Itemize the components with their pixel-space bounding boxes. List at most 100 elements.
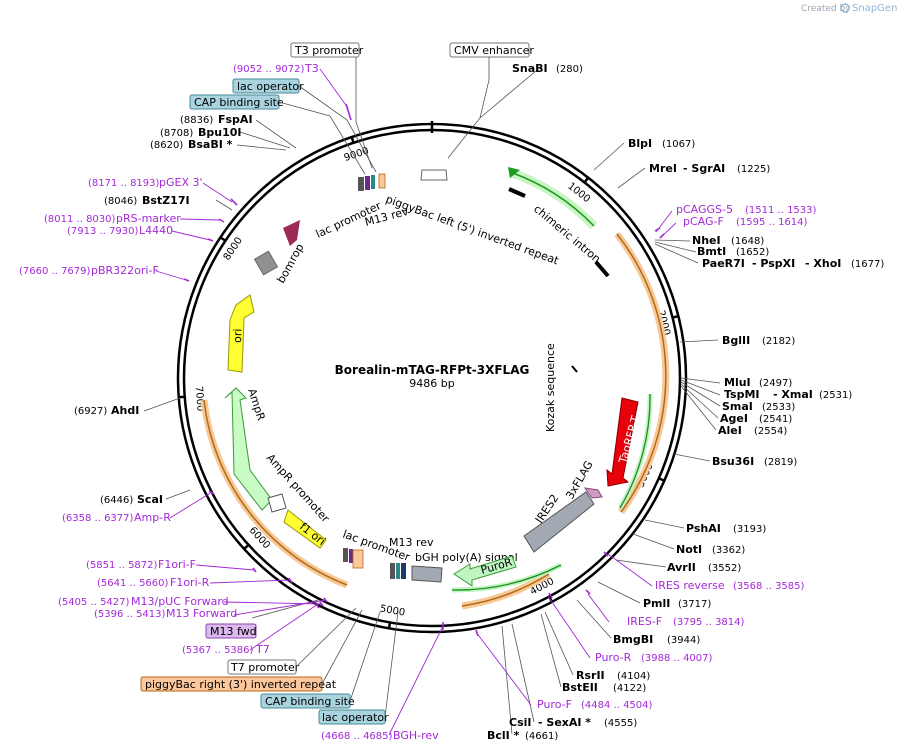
site-smai[interactable]: SmaI: [722, 400, 753, 413]
primer-pcaggs[interactable]: pCAGGS-5: [676, 203, 733, 216]
site-rsrii[interactable]: RsrII: [576, 669, 605, 682]
site-mrei[interactable]: MreI: [649, 162, 677, 175]
site-bmti-pos: (1652): [736, 247, 769, 258]
m13-fwd-box: M13 fwd: [205, 623, 257, 639]
m13-rev-bottom-label: M13 rev: [389, 536, 434, 549]
site-bglii-pos: (2182): [762, 336, 795, 347]
primer-m13-forward[interactable]: M13 Forward: [166, 607, 237, 620]
puror-feature: [453, 555, 517, 587]
site-paer7i[interactable]: PaeR7I: [702, 257, 745, 270]
site-ahdi[interactable]: AhdI: [111, 404, 139, 417]
svg-text:CAP binding site: CAP binding site: [265, 695, 355, 708]
primer-prs-marker[interactable]: pRS-marker: [116, 212, 181, 225]
ampr-promoter-feature: [267, 493, 287, 513]
site-xmai[interactable]: - XmaI: [773, 388, 813, 401]
plasmid-length: 9486 bp: [409, 377, 454, 390]
primer-t7[interactable]: T7: [255, 643, 270, 656]
primer-ires-reverse[interactable]: IRES reverse: [655, 579, 725, 592]
site-csii[interactable]: CsiI: [509, 716, 531, 729]
site-mrei-pos: (1225): [737, 164, 770, 175]
site-fspai[interactable]: FspAI: [218, 113, 253, 126]
lac-operator-bottom-box: lac operator: [318, 709, 389, 725]
piggybac-right-box: piggyBac right (3') inverted repeat: [140, 676, 337, 692]
site-pshai[interactable]: PshAI: [686, 522, 721, 535]
m13-rev-bottom-icon: [390, 563, 395, 579]
primer-m13-puc-pos: (5405 .. 5427): [58, 597, 130, 608]
site-bstz17i[interactable]: BstZ17I: [142, 194, 190, 207]
primer-pgex[interactable]: pGEX 3': [159, 176, 203, 189]
primer-m13-forward-pos: (5396 .. 5413): [94, 609, 166, 620]
orange-band-left-edge: [203, 399, 348, 586]
ampr-feature: [224, 387, 273, 511]
site-bcli[interactable]: BclI *: [487, 729, 520, 742]
site-pae-pos: (1677): [851, 259, 884, 270]
primer-puro-f[interactable]: Puro-F: [537, 698, 572, 711]
site-xhoi[interactable]: - XhoI: [805, 257, 841, 270]
piggybac-left-marker: [508, 187, 526, 198]
site-pspxi[interactable]: - PspXI: [752, 257, 795, 270]
site-blpi[interactable]: BlpI: [628, 137, 652, 150]
primer-t3[interactable]: T3: [304, 62, 319, 75]
site-sexai[interactable]: - SexAI *: [538, 716, 591, 729]
site-bcli-pos: (4661): [525, 731, 558, 742]
lac-operator-top-box: lac operator: [232, 78, 304, 94]
site-mlui[interactable]: MluI: [724, 376, 751, 389]
primer-pcag[interactable]: pCAG-F: [683, 215, 724, 228]
primer-m13-puc-forward[interactable]: M13/pUC Forward: [131, 595, 229, 608]
ori-feature: [227, 294, 255, 373]
ampr-promoter-label: AmpR promoter: [264, 451, 332, 525]
site-bmgbi[interactable]: BmgBI: [613, 633, 653, 646]
site-bsabi[interactable]: BsaBI *: [188, 138, 233, 151]
site-agei[interactable]: AgeI: [720, 412, 748, 425]
m13-rev-top-icon: [365, 176, 370, 190]
site-snabi[interactable]: SnaBI: [512, 62, 548, 75]
primer-ires-f[interactable]: IRES-F: [627, 615, 662, 628]
tick-mark: [583, 176, 590, 184]
site-bglii[interactable]: BglII: [722, 334, 750, 347]
lac-promoter-top-icon: [358, 177, 364, 191]
primer-puro-r[interactable]: Puro-R: [595, 651, 632, 664]
credit-prefix: Created by: [801, 4, 851, 14]
site-pmli[interactable]: PmlI: [643, 597, 670, 610]
site-mlui-pos: (2497): [759, 378, 792, 389]
t3-promoter-box: T3 promoter: [290, 42, 364, 58]
site-noti[interactable]: NotI: [676, 543, 702, 556]
site-avrii[interactable]: AvrII: [667, 561, 696, 574]
primer-pcag-pos: (1595 .. 1614): [736, 217, 808, 228]
site-tspmi[interactable]: TspMI: [724, 388, 760, 401]
site-bpu10i[interactable]: Bpu10I: [198, 126, 242, 139]
ampr-label: AmpR: [245, 387, 268, 423]
primer-f1ori-r[interactable]: F1ori-R: [170, 576, 210, 589]
site-rsrii-pos: (4104): [617, 671, 650, 682]
primer-amp-r[interactable]: Amp-R: [134, 511, 171, 524]
site-sgrai[interactable]: - SgrAI: [683, 162, 725, 175]
site-bsteii[interactable]: BstEII: [562, 681, 598, 694]
svg-text:T7 promoter: T7 promoter: [230, 661, 300, 674]
primer-ires-f-pos: (3795 .. 3814): [673, 617, 745, 628]
primer-bgh-rev[interactable]: BGH-rev: [393, 729, 439, 742]
chimeric-marker: [594, 260, 610, 278]
site-scai[interactable]: ScaI: [137, 493, 163, 506]
primer-puro-r-pos: (3988 .. 4007): [641, 653, 713, 664]
credit-brand: SnapGene: [852, 3, 898, 14]
site-scai-pos: (6446): [100, 495, 133, 506]
cap-binding-site-bottom-box: CAP binding site: [260, 693, 355, 709]
site-alei[interactable]: AleI: [718, 424, 742, 437]
primer-bgh-rev-pos: (4668 .. 4685): [321, 731, 393, 742]
primer-leader-lines: [155, 68, 677, 736]
piggybac-left-label: piggyBac left (5') inverted repeat: [384, 193, 561, 268]
primer-f1ori-f[interactable]: F1ori-F: [158, 558, 196, 571]
tick-mark: [350, 135, 355, 144]
site-nhei[interactable]: NheI: [692, 234, 721, 247]
primer-l4440[interactable]: L4440: [139, 224, 173, 237]
site-alei-pos: (2554): [754, 426, 787, 437]
site-bmti[interactable]: BmtI: [697, 245, 726, 258]
primer-pbr322ori-f[interactable]: pBR322ori-F: [91, 264, 159, 277]
svg-text:M13 fwd: M13 fwd: [210, 625, 257, 638]
bom-feature: [253, 250, 279, 276]
site-fspai-pos: (8836): [180, 115, 213, 126]
site-avrii-pos: (3552): [708, 563, 741, 574]
tick-label: 5000: [379, 604, 406, 619]
site-bsu36i[interactable]: Bsu36I: [712, 455, 754, 468]
